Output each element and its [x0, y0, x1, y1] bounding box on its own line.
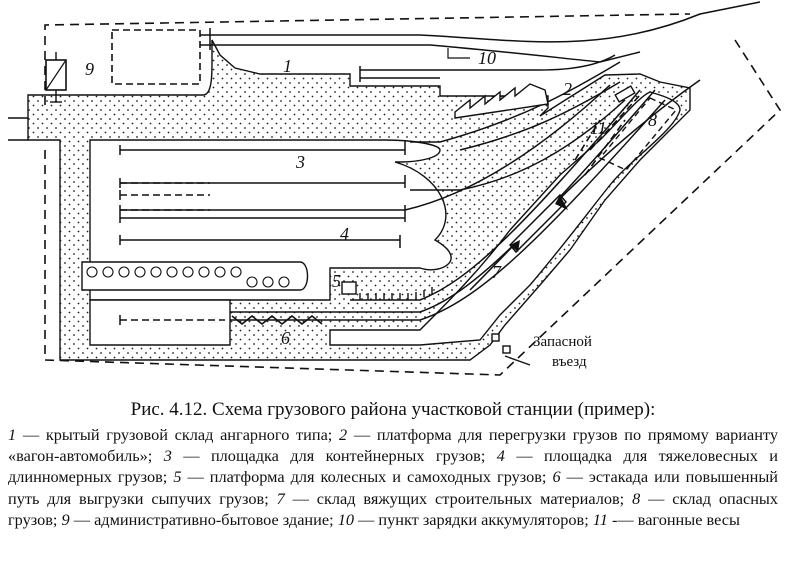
boundary-fence — [44, 13, 782, 376]
label-4: 4 — [340, 224, 349, 244]
legend-text-4: — площадка для тяжеловесных и длинномерн… — [8, 446, 778, 487]
legend-num-9: 9 — [61, 509, 70, 529]
platform-5 — [341, 281, 433, 300]
reserve-entry-line2: въезд — [552, 354, 587, 370]
container-tracks — [120, 94, 641, 321]
label-3: 3 — [295, 152, 305, 172]
legend-text-7: — склад вяжущих строительных материалов; — [284, 488, 633, 508]
warehouse-7 — [508, 193, 568, 254]
label-10: 10 — [478, 48, 496, 68]
legend-num-3: 3 — [163, 446, 172, 466]
legend-text-8: — склад опасных грузов; — [8, 488, 779, 529]
legend-num-2: 2 — [339, 425, 348, 444]
admin-building-9 — [45, 52, 67, 103]
legend-text-9: — административно-бытовое здание; — [69, 509, 338, 529]
estakada-6 — [231, 314, 323, 326]
legend-num-4: 4 — [496, 446, 505, 466]
label-2: 2 — [563, 79, 572, 99]
label-7: 7 — [492, 262, 502, 282]
railway-tracks — [120, 1, 761, 321]
heavy-cargo-marks — [86, 266, 290, 288]
caption-legend: 1 — крытый грузовой склад ангарного типа… — [8, 424, 778, 530]
track-stops — [119, 28, 406, 325]
figure-caption: Рис. 4.12. Схема грузового района участк… — [8, 398, 778, 530]
legend-num-5: 5 — [173, 467, 182, 487]
label-9: 9 — [85, 59, 94, 79]
warehouse-1 — [111, 29, 201, 85]
legend-text-6: — эстакада или повышенный путь для выгру… — [8, 467, 779, 508]
reserve-entry-line1: Запасной — [533, 334, 592, 350]
legend-num-10: 10 — [337, 509, 354, 529]
legend-text-11: -— вагонные весы — [607, 509, 740, 529]
warehouse-8 — [598, 97, 678, 171]
platform-2 — [454, 83, 549, 119]
legend-num-6: 6 — [552, 467, 561, 487]
legend-text-10: — пункт зарядки аккумуляторов; — [353, 509, 593, 529]
caption-title: Рис. 4.12. Схема грузового района участк… — [130, 399, 656, 420]
legend-text-2: — платформа для перегрузки грузов по пря… — [8, 425, 779, 466]
label-11: 11 — [590, 118, 607, 138]
legend-text-1: — крытый грузовой склад ангарного типа; — [16, 425, 340, 444]
legend-text-5: — платформа для колесных и самоходных гр… — [181, 467, 553, 487]
charging-point-10-pointer — [447, 48, 470, 59]
legend-num-7: 7 — [276, 488, 285, 508]
label-1: 1 — [283, 56, 292, 76]
label-5: 5 — [332, 271, 341, 291]
legend-text-3: — площадка для контейнерных грузов; — [171, 446, 497, 466]
legend-num-8: 8 — [632, 488, 641, 508]
wagon-scale-11 — [614, 85, 636, 103]
legend-num-11: 11 — [592, 509, 608, 529]
reserve-entry-markers — [491, 333, 531, 366]
label-8: 8 — [648, 110, 657, 130]
station-freight-area-scheme: 1 2 3 4 5 6 7 8 9 10 11 Запасной въезд — [8, 1, 782, 376]
label-6: 6 — [281, 328, 290, 348]
legend-num-1: 1 — [8, 425, 17, 444]
